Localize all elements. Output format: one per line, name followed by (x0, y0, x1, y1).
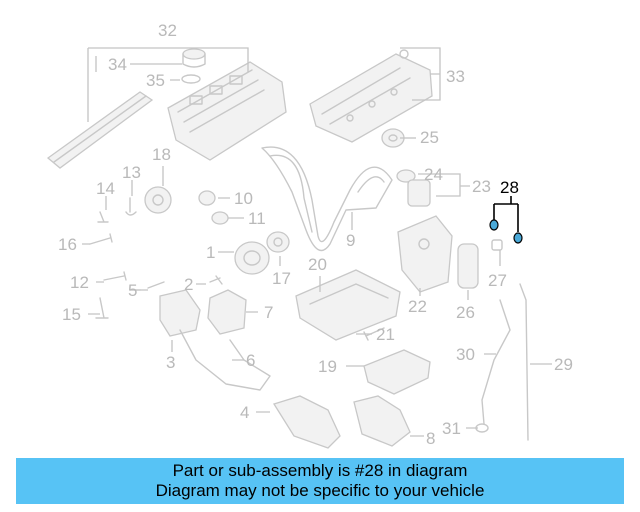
callout-29: 29 (554, 355, 573, 374)
oil-pan-lower-drawing (363, 349, 431, 395)
bolts-drawing (89, 233, 223, 319)
tensioner-drawing (198, 190, 229, 225)
banner-line-2: Diagram may not be specific to your vehi… (155, 481, 485, 500)
callout-32: 32 (158, 21, 177, 40)
callout-3: 3 (166, 353, 175, 372)
callout-6: 6 (246, 351, 255, 370)
callout-34: 34 (108, 55, 127, 74)
callout-30: 30 (456, 345, 475, 364)
callout-9: 9 (346, 231, 355, 250)
dipstick-drawing (475, 283, 529, 441)
callout-28: 28 (500, 178, 519, 197)
leader-28 (493, 196, 519, 232)
callout-19: 19 (318, 357, 337, 376)
lower-cover-drawing (179, 329, 271, 391)
crank-pulley-drawing (234, 231, 290, 275)
callout-13: 13 (122, 163, 141, 182)
callout-31: 31 (442, 419, 461, 438)
callout-15: 15 (62, 305, 81, 324)
banner-line-1: Part or sub-assembly is #28 in diagram (172, 461, 468, 480)
callout-12: 12 (70, 273, 89, 292)
callout-21: 21 (376, 325, 395, 344)
timing-cover-drawing (159, 289, 247, 337)
oil-filter-drawing (396, 169, 431, 207)
leader-lines (82, 47, 552, 437)
callout-labels: 32 34 35 33 25 24 23 28 18 13 14 10 11 9… (58, 21, 573, 448)
callout-23: 23 (472, 177, 491, 196)
callout-24: 24 (424, 165, 443, 184)
oil-pan-upper-drawing (295, 269, 401, 341)
callout-26: 26 (456, 303, 475, 322)
oil-cooler-drawing (457, 239, 503, 289)
callout-5: 5 (128, 281, 137, 300)
callout-11: 11 (248, 209, 266, 228)
callout-10: 10 (234, 189, 253, 208)
valve-cover-right-drawing (309, 49, 433, 143)
callout-14: 14 (96, 179, 115, 198)
drain-plug-drawing (363, 327, 385, 341)
timing-belt-drawing (261, 146, 393, 252)
cam-gear-drawing (97, 186, 172, 223)
seal-28-drawing (489, 219, 523, 244)
callout-7: 7 (264, 303, 273, 322)
callout-27: 27 (488, 271, 507, 290)
callout-1: 1 (206, 243, 215, 262)
callout-25: 25 (420, 128, 439, 147)
callout-33: 33 (446, 67, 465, 86)
callout-16: 16 (58, 235, 77, 254)
callout-18: 18 (152, 145, 171, 164)
callout-35: 35 (146, 71, 165, 90)
callout-4: 4 (240, 403, 249, 422)
callout-22: 22 (408, 297, 427, 316)
oil-filter-housing-drawing (397, 215, 453, 293)
callout-8: 8 (426, 429, 435, 448)
valve-cover-left-drawing (46, 61, 287, 169)
callout-17: 17 (272, 269, 291, 288)
callout-20: 20 (308, 255, 327, 274)
info-banner: Part or sub-assembly is #28 in diagram D… (16, 458, 624, 504)
oil-cap-drawing (181, 48, 206, 84)
callout-2: 2 (184, 275, 193, 294)
info-banner-background (16, 458, 624, 504)
brackets-drawing (273, 395, 411, 449)
